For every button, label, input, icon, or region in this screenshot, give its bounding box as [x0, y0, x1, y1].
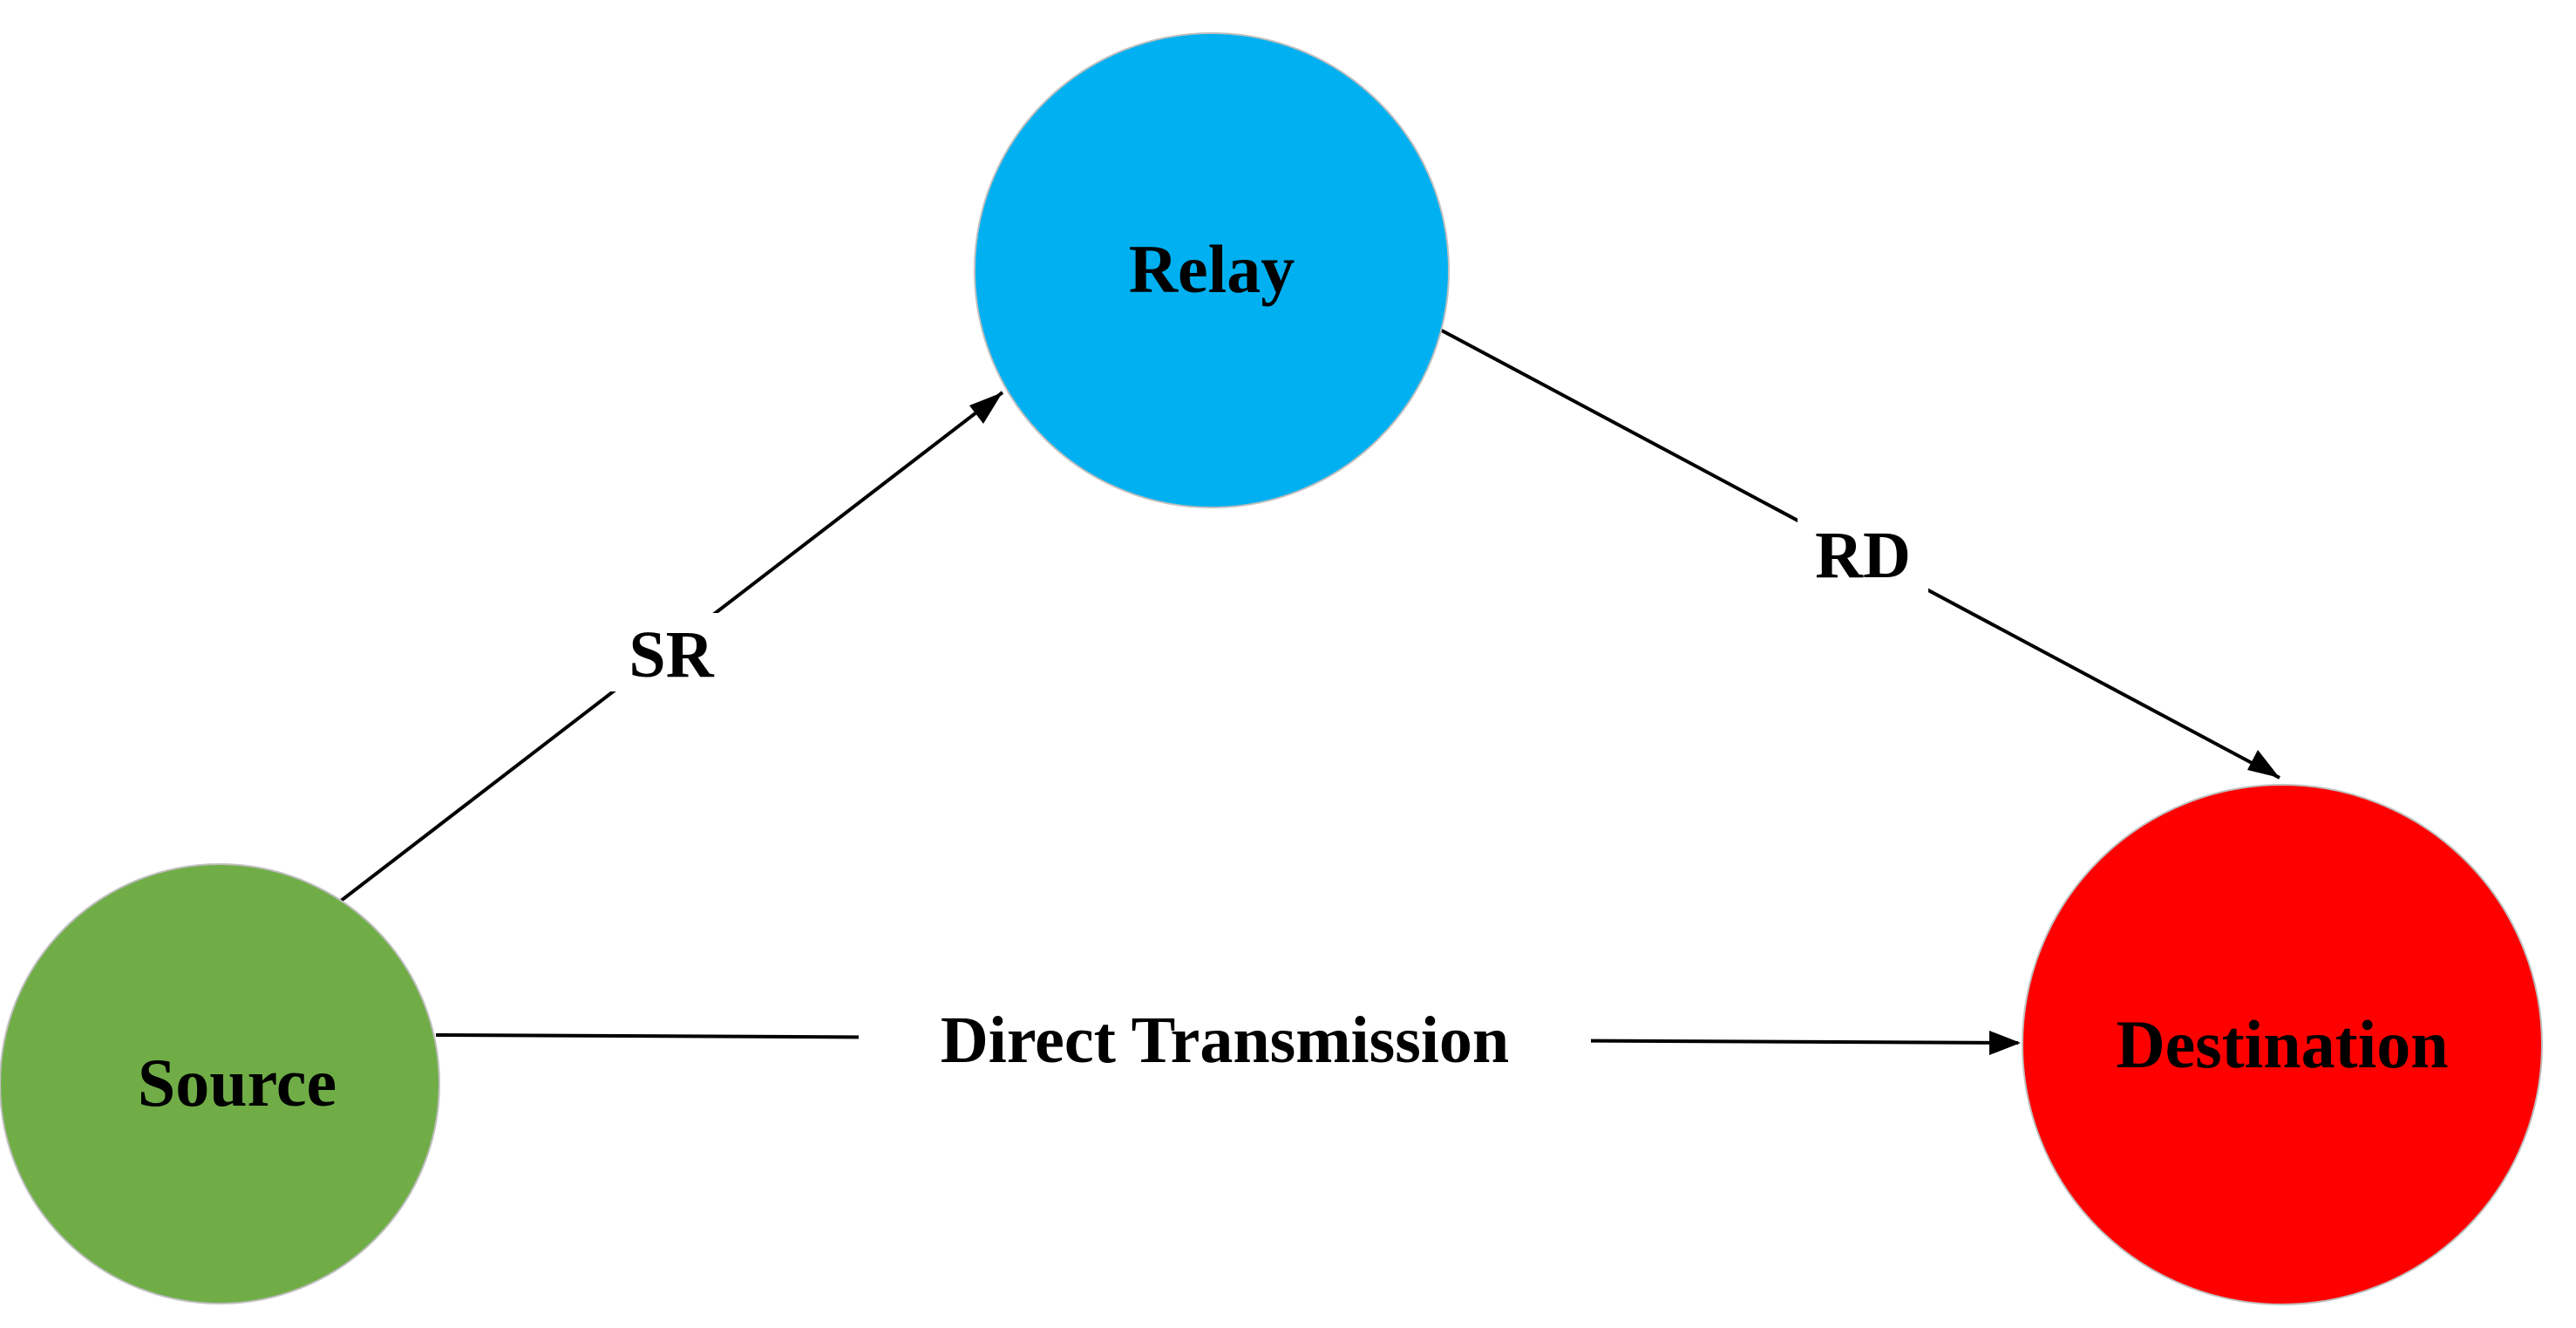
node-destination-circle [2022, 784, 2543, 1305]
edge-direct-label: Direct Transmission [941, 1004, 1509, 1077]
node-relay-circle [974, 32, 1450, 508]
node-source: Source [0, 863, 440, 1304]
node-destination: Destination [2022, 784, 2543, 1305]
edge-direct-label-bg [859, 1003, 1591, 1081]
edge-sr-arrowhead [969, 392, 1003, 424]
edge-rd-label: RD [1815, 519, 1911, 592]
edge-direct-arrowhead [1989, 1031, 2021, 1055]
node-destination-label: Destination [2116, 1006, 2448, 1082]
edge-rd-arrowhead [2247, 750, 2280, 778]
node-source-label: Source [138, 1045, 336, 1120]
edge-rd-label-bg [1798, 514, 1928, 593]
node-relay-label: Relay [1129, 231, 1295, 307]
edge-sr-label-bg [610, 613, 732, 691]
node-source-circle [0, 863, 440, 1304]
node-relay: Relay [974, 32, 1450, 508]
edge-sr-label: SR [629, 618, 714, 691]
